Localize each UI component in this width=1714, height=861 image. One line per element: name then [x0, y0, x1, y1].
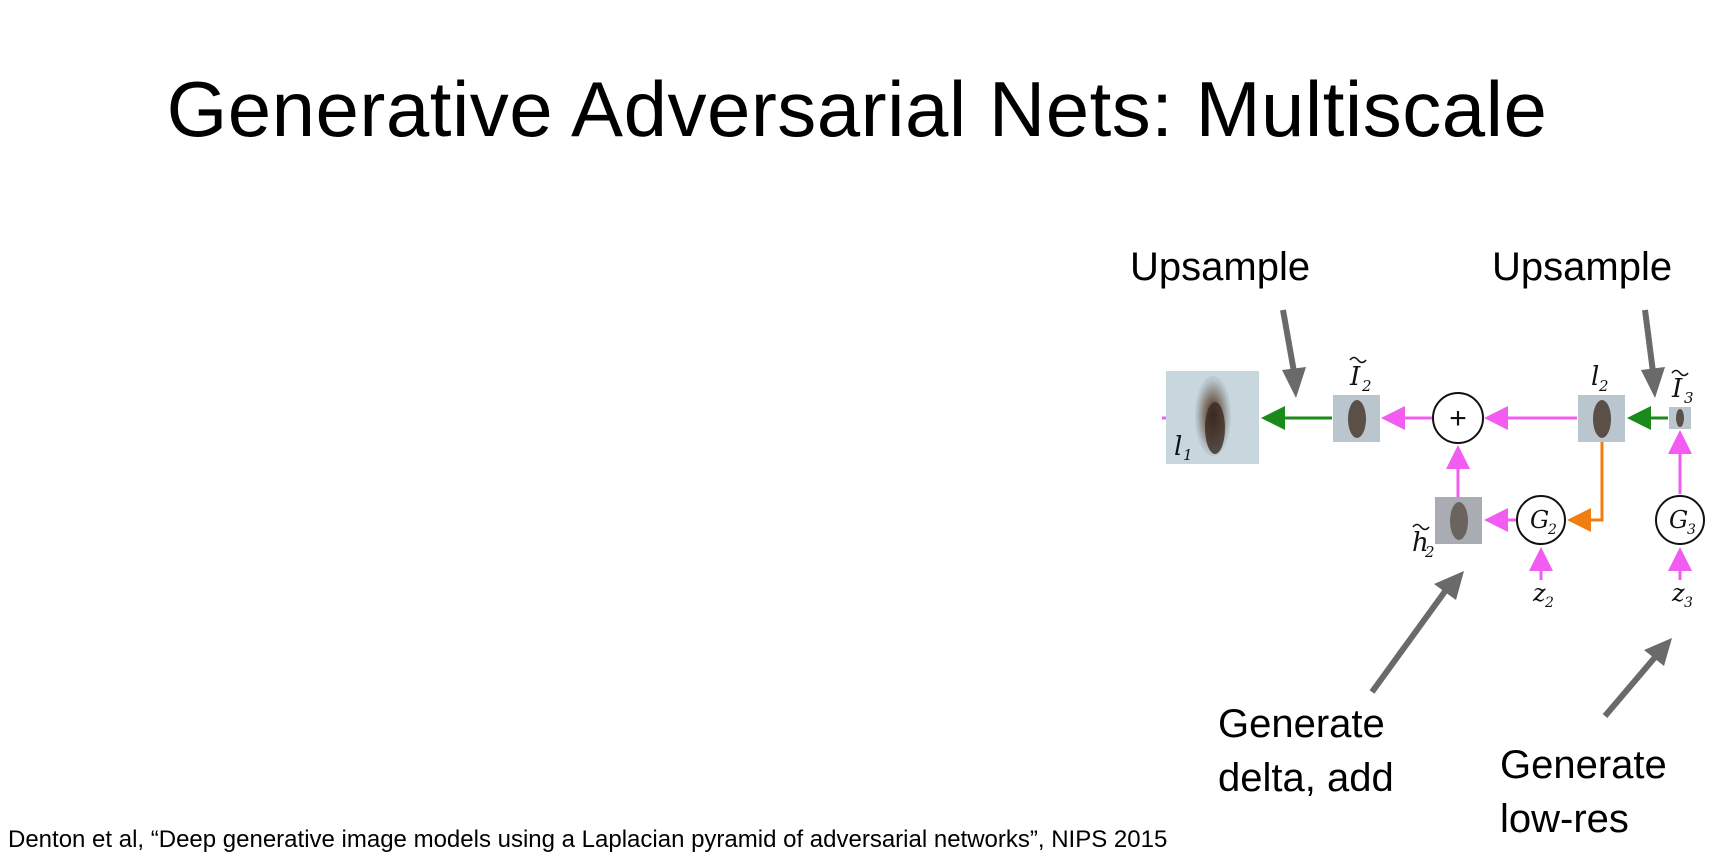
callout-upsample-right: Upsample: [1492, 245, 1673, 289]
label-z3-sub: 3: [1684, 595, 1693, 611]
plus-symbol: +: [1449, 402, 1467, 435]
tilde-i2: [1349, 356, 1367, 364]
label-l2: l: [1591, 362, 1599, 392]
image-l2: l 2: [1578, 362, 1625, 442]
arrow-l2-to-g2: [1567, 442, 1604, 532]
callout-arrow-upsample-left: [1280, 309, 1297, 373]
callout-generate-lowres-line2: low-res: [1500, 797, 1629, 841]
sum-node: +: [1432, 392, 1484, 444]
label-i3-sub: 3: [1684, 389, 1694, 407]
callout-arrow-generate-delta: [1369, 588, 1449, 694]
label-l2-sub: 2: [1598, 377, 1609, 395]
generator-g2-node: G 2: [1516, 495, 1566, 545]
label-z2-sub: 2: [1544, 595, 1554, 611]
label-l1: l: [1174, 432, 1182, 462]
label-z2: z: [1532, 579, 1546, 607]
label-g2: G: [1530, 506, 1549, 534]
label-g2-sub: 2: [1547, 522, 1557, 538]
slide-title: Generative Adversarial Nets: Multiscale: [166, 65, 1548, 153]
label-l1-sub: 1: [1183, 446, 1193, 464]
image-l1: l 1: [1162, 371, 1259, 464]
callout-generate-delta: Generate delta, add: [1218, 697, 1394, 805]
label-h2-sub: 2: [1424, 543, 1435, 561]
label-i2: I: [1349, 362, 1361, 392]
callout-upsample-left: Upsample: [1130, 245, 1311, 289]
tilde-h2: [1412, 523, 1430, 531]
generator-g3-node: G 3: [1655, 495, 1705, 545]
callout-generate-delta-line2: delta, add: [1218, 756, 1394, 800]
label-i3: I: [1671, 374, 1683, 404]
label-g3-sub: 3: [1687, 522, 1696, 538]
callout-arrow-generate-lowres: [1602, 654, 1659, 718]
label-z3: z: [1671, 579, 1685, 607]
callout-arrow-upsample-right: [1642, 309, 1656, 373]
label-g3: G: [1669, 506, 1688, 534]
image-i2-upsampled: I 2: [1333, 356, 1380, 442]
callout-generate-lowres: Generate low-res: [1500, 738, 1667, 846]
label-i2-sub: 2: [1361, 377, 1372, 395]
callout-generate-lowres-line1: Generate: [1500, 743, 1667, 787]
callout-generate-delta-line1: Generate: [1218, 702, 1385, 746]
image-i3-upsampled: I 3: [1669, 369, 1694, 429]
image-h2-delta: h 2: [1412, 497, 1482, 561]
callout-arrows: [1280, 309, 1672, 718]
tilde-i3: [1671, 369, 1689, 377]
label-h2: h: [1412, 528, 1429, 558]
citation: Denton et al, “Deep generative image mod…: [8, 826, 1168, 853]
